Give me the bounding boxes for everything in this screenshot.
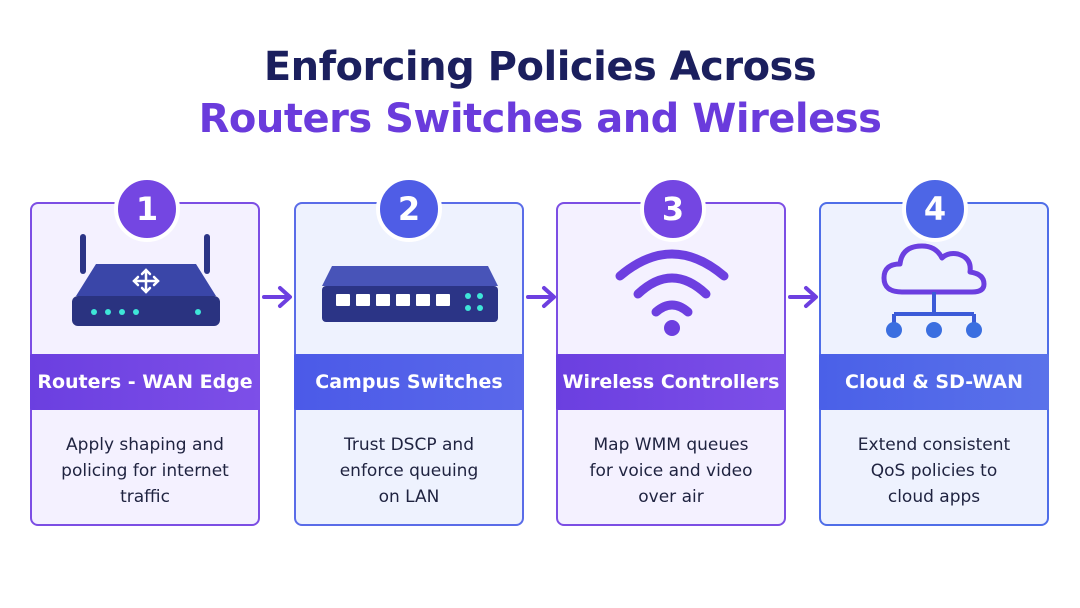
step-description-3: Map WMM queues for voice and video over …	[556, 432, 786, 510]
description-line: over air	[638, 487, 704, 507]
description-line: on LAN	[378, 487, 440, 507]
page-title: Enforcing Policies Across	[263, 44, 817, 90]
wifi-icon	[615, 249, 729, 336]
description-line: policing for internet	[61, 461, 229, 481]
step-label-4: Cloud & SD-WAN	[819, 354, 1049, 410]
page-subtitle: Routers Switches and Wireless	[198, 96, 882, 142]
description-line: Extend consistent	[857, 435, 1011, 455]
step-number-badge-2: 2	[376, 176, 442, 242]
description-line: Trust DSCP and	[344, 435, 474, 455]
cloud-network-icon	[881, 243, 987, 338]
step-number-badge-1: 1	[114, 176, 180, 242]
description-line: traffic	[120, 487, 170, 507]
step-number-badge-4: 4	[902, 176, 968, 242]
step-description-4: Extend consistent QoS policies to cloud …	[819, 432, 1049, 510]
step-description-2: Trust DSCP and enforce queuing on LAN	[294, 432, 524, 510]
description-line: Map WMM queues	[593, 435, 749, 455]
step-description-1: Apply shaping and policing for internet …	[30, 432, 260, 510]
step-number-badge-3: 3	[640, 176, 706, 242]
switch-icon	[322, 266, 498, 322]
arrow-right-icon	[526, 286, 556, 308]
arrow-right-icon	[788, 286, 818, 308]
description-line: cloud apps	[887, 487, 981, 507]
step-label-3: Wireless Controllers	[556, 354, 786, 410]
router-icon	[72, 234, 220, 326]
description-line: QoS policies to	[870, 461, 998, 481]
description-line: Apply shaping and	[66, 435, 224, 455]
step-label-2: Campus Switches	[294, 354, 524, 410]
description-line: enforce queuing	[339, 461, 479, 481]
arrow-right-icon	[262, 286, 292, 308]
description-line: for voice and video	[589, 461, 753, 481]
step-label-1: Routers - WAN Edge	[30, 354, 260, 410]
